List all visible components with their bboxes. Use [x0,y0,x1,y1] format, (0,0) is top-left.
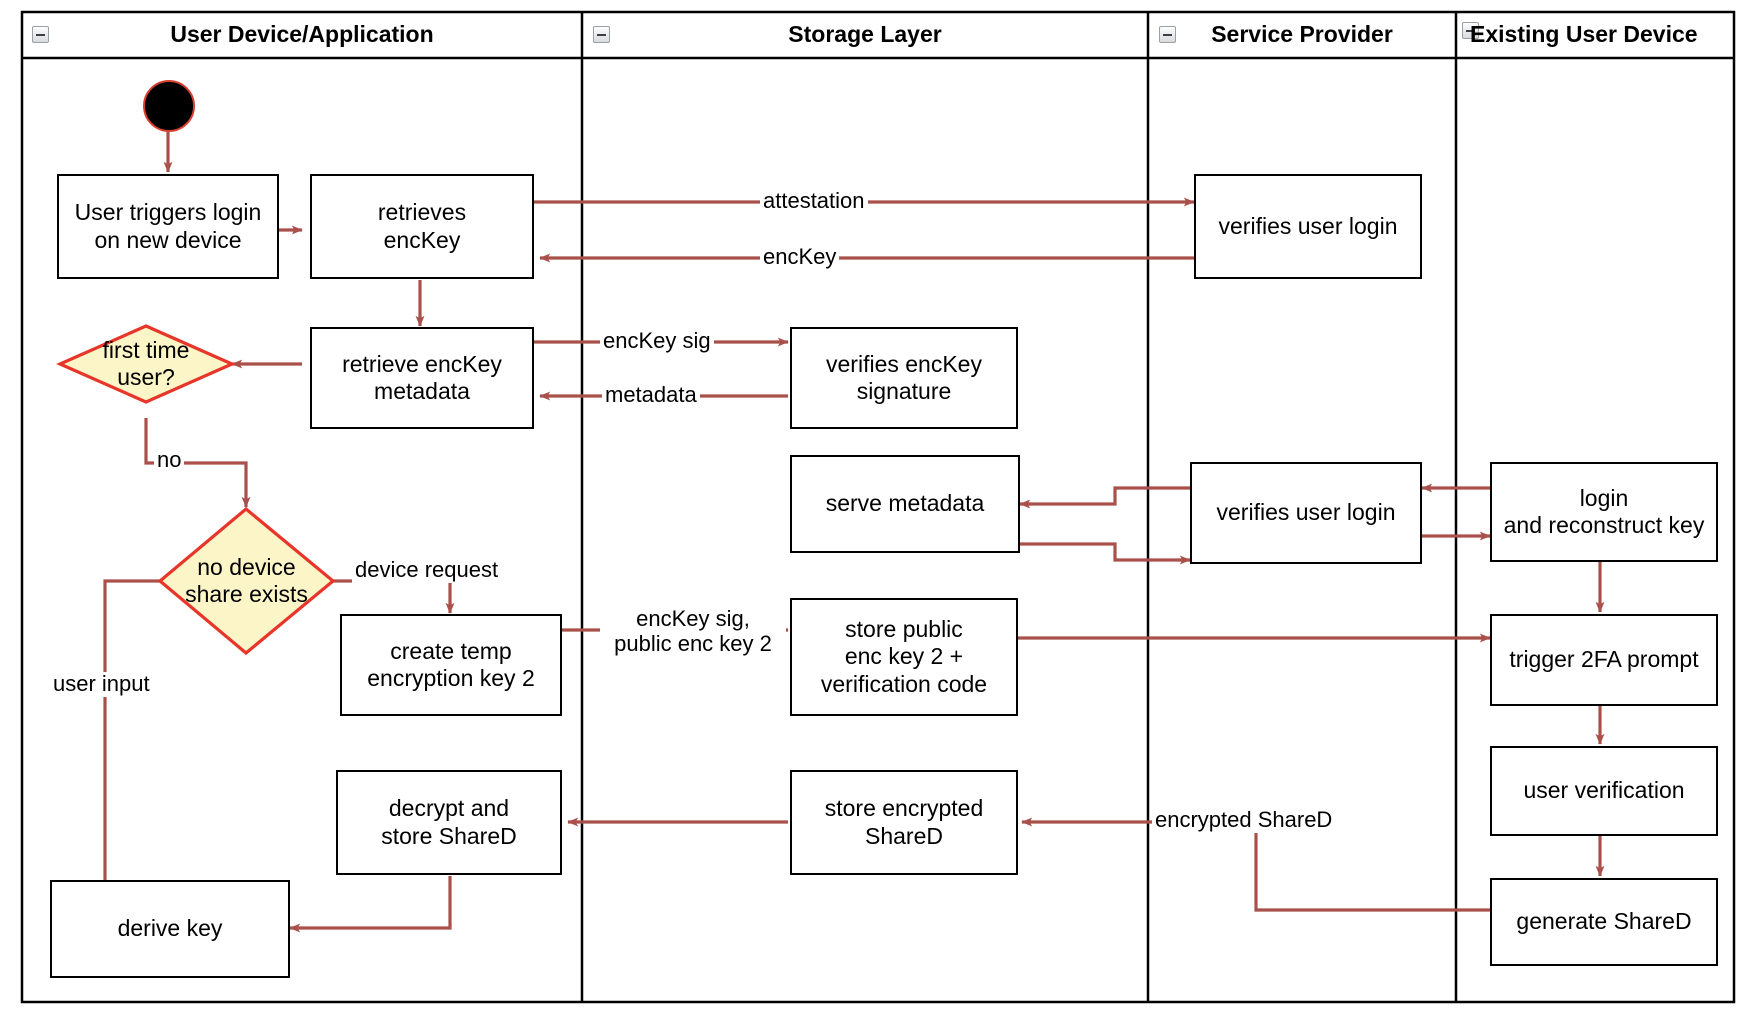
swimlane-frame [20,10,1736,1004]
edge-no-branch [144,418,251,508]
node-trigger-2fa-prompt[interactable]: trigger 2FA prompt [1490,614,1718,706]
edge-label-device-request: device request [352,557,502,583]
edge-label-enckey: encKey [760,244,840,270]
lane-header-user-device: User Device/Application [170,21,434,47]
node-user-verification[interactable]: user verification [1490,746,1718,836]
node-create-temp-encryption-key-2[interactable]: create temp encryption key 2 [340,614,562,716]
edge-user-input [100,579,160,903]
edge-encrypted-shared [1021,817,1490,912]
collapse-icon-lane-service-provider[interactable] [1159,26,1176,43]
decision-no-device-share-shape [157,506,336,656]
edge-device-request [333,579,455,614]
lane-header-existing-device: Existing User Device [1470,21,1698,47]
lane-header-storage: Storage Layer [788,21,942,47]
edge-label-encrypted-shared: encrypted ShareD [1152,807,1336,833]
lane-header-service-provider: Service Provider [1211,21,1393,47]
decision-first-time-user-shape [56,324,236,404]
node-verifies-user-login-top[interactable]: verifies user login [1194,174,1422,279]
node-derive-key[interactable]: derive key [50,880,290,978]
edge-decrypt-to-derive-key [289,876,452,933]
edge-verify-to-serve-metadata [1019,486,1190,509]
node-retrieve-enckey-metadata[interactable]: retrieve encKey metadata [310,327,534,429]
node-verifies-enckey-signature[interactable]: verifies encKey signature [790,327,1018,429]
node-generate-shared[interactable]: generate ShareD [1490,878,1718,966]
decision-first-time-user-label: first time user? [102,336,190,390]
edge-label-user-input: user input [50,671,153,697]
edge-label-no: no [154,447,185,473]
node-store-encrypted-shared[interactable]: store encrypted ShareD [790,770,1018,875]
start-node [143,80,195,132]
decision-no-device-share-exists-label: no device share exists [185,553,308,607]
edge-label-enckey-sig-public-enc-key-2: encKey sig, public enc key 2 [600,606,786,657]
edges [100,128,1605,933]
edge-label-metadata: metadata [602,382,700,408]
collapse-icon-lane-user-device[interactable] [32,26,49,43]
decision-shapes [56,324,336,656]
node-user-triggers-login[interactable]: User triggers login on new device [57,174,279,279]
node-decrypt-and-store-shared[interactable]: decrypt and store ShareD [336,770,562,875]
collapse-icon-lane-storage[interactable] [593,26,610,43]
edge-label-attestation: attestation [760,188,868,214]
edge-serve-metadata-to-verify [1020,542,1191,565]
node-login-and-reconstruct-key[interactable]: login and reconstruct key [1490,462,1718,562]
node-verifies-user-login-mid[interactable]: verifies user login [1190,462,1422,564]
edge-label-enckey-sig: encKey sig [600,328,714,354]
collapse-icon-lane-existing-device[interactable] [1462,22,1479,39]
node-store-public-enc-key-2[interactable]: store public enc key 2 + verification co… [790,598,1018,716]
decision-first-time-user[interactable]: first time user? [60,326,232,402]
node-retrieves-enckey[interactable]: retrieves encKey [310,174,534,279]
node-serve-metadata[interactable]: serve metadata [790,455,1020,553]
decision-no-device-share-exists[interactable]: no device share exists [160,509,333,653]
